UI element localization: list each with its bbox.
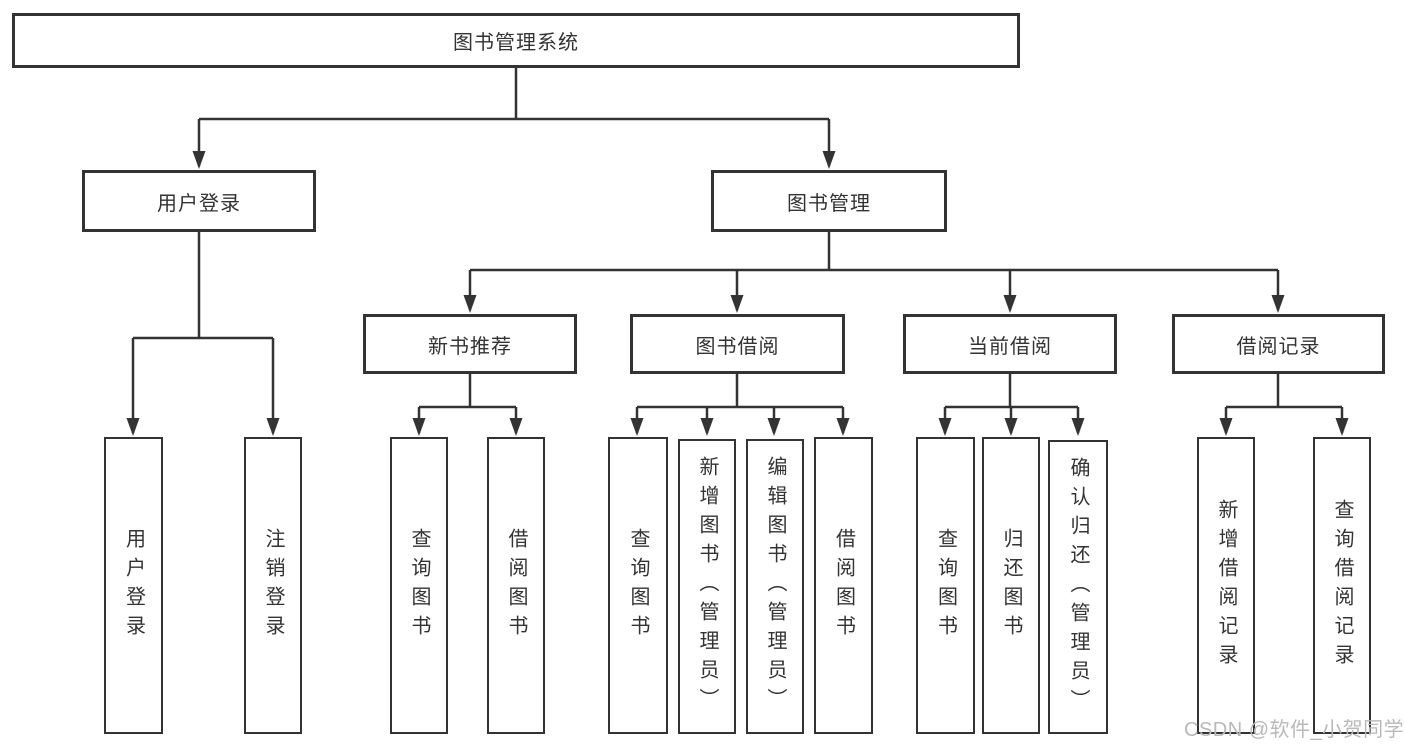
leaf-edit-book-admin: 编辑图书（管理员）: [746, 439, 804, 734]
leaf-label: 查询图书: [627, 527, 649, 644]
leaf-label: 用户登录: [122, 527, 145, 644]
leaf-user-login: 用户登录: [104, 437, 163, 734]
leaf-label: 编辑图书（管理员）: [764, 456, 786, 717]
leaf-label: 借阅图书: [832, 527, 855, 644]
node-new-book-recommend: 新书推荐: [363, 314, 577, 374]
leaf-label: 借阅图书: [505, 527, 527, 644]
csdn-watermark: CSDN @软件_小贺同学: [1184, 719, 1405, 741]
leaf-query-books-borrow: 查询图书: [608, 437, 668, 734]
leaf-add-borrow-record: 新增借阅记录: [1197, 437, 1255, 734]
leaf-label: 新增图书（管理员）: [696, 456, 718, 717]
leaf-add-book-admin: 新增图书（管理员）: [678, 439, 736, 734]
leaf-label: 查询借阅记录: [1331, 498, 1353, 673]
leaf-label: 查询图书: [934, 527, 957, 644]
node-root-system-title: 图书管理系统: [12, 13, 1020, 68]
leaf-borrow-books-borrow: 借阅图书: [814, 437, 873, 734]
leaf-label: 注销登录: [262, 527, 284, 644]
leaf-label: 新增借阅记录: [1215, 498, 1237, 673]
leaf-label: 归还图书: [1000, 527, 1022, 644]
leaf-query-borrow-record: 查询借阅记录: [1313, 437, 1371, 734]
leaf-query-books-recommend: 查询图书: [390, 437, 448, 734]
node-borrow-records: 借阅记录: [1172, 314, 1385, 374]
node-current-borrow: 当前借阅: [903, 314, 1117, 374]
leaf-return-book: 归还图书: [982, 437, 1040, 734]
node-book-borrow: 图书借阅: [630, 314, 845, 374]
leaf-confirm-return-admin: 确认归还（管理员）: [1048, 440, 1108, 734]
node-book-management: 图书管理: [711, 170, 947, 232]
leaf-query-books-current: 查询图书: [916, 437, 975, 734]
leaf-logout: 注销登录: [244, 437, 302, 734]
node-user-login: 用户登录: [82, 170, 316, 232]
leaf-label: 确认归还（管理员）: [1067, 456, 1089, 718]
leaf-borrow-books-recommend: 借阅图书: [487, 437, 545, 734]
leaf-label: 查询图书: [408, 527, 430, 644]
